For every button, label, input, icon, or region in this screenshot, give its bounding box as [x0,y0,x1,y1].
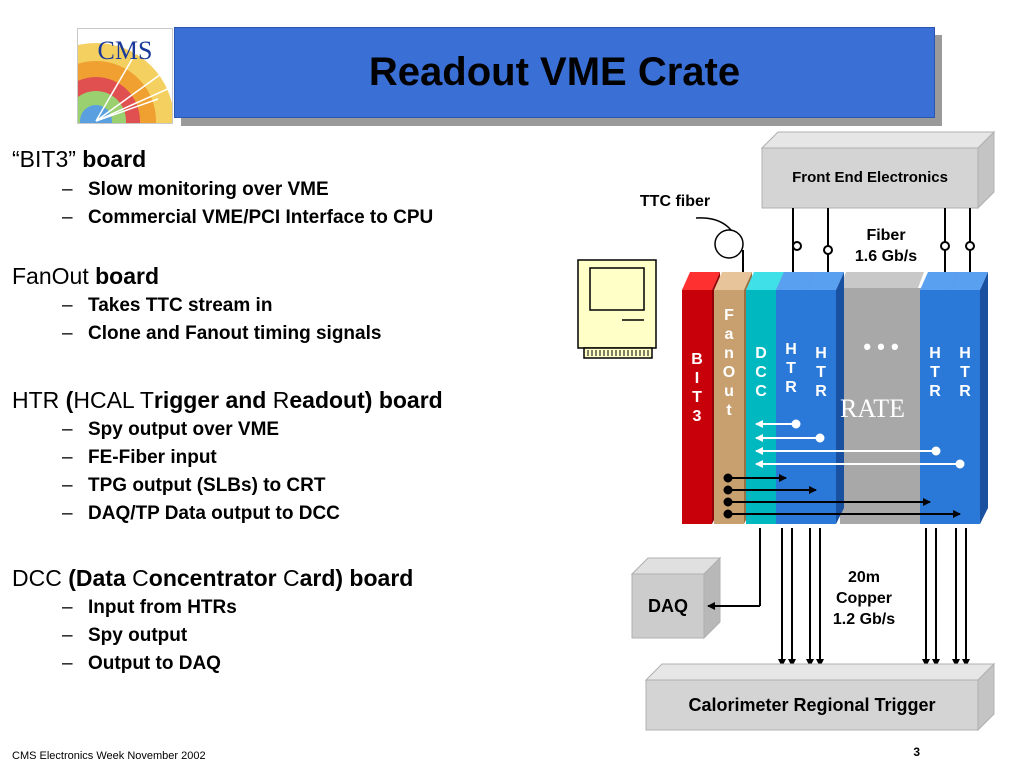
list-item: –Clone and Fanout timing signals [62,323,382,344]
crt-box [644,662,996,732]
crate-background [840,272,924,524]
list-item: –FE-Fiber input [62,447,217,468]
section-heading-htr: HTR (HCAL Trigger and Readout) board [12,387,443,413]
fiber-rate-label: Fiber 1.6 Gb/s [854,227,918,265]
front-end-electronics-label: Front End Electronics [792,169,948,186]
board-htr-4 [950,272,988,524]
list-item: –Commercial VME/PCI Interface to CPU [62,207,434,228]
section-heading-fanout: FanOut board [12,263,159,289]
ttc-fiber [695,217,747,291]
crate-label: RATE [840,394,905,423]
crate-ellipsis: • • • [863,334,899,359]
list-item: –DAQ/TP Data output to DCC [62,503,340,524]
section-heading-dcc: DCC (Data Concentrator Card) board [12,565,414,591]
section-heading-bit3: “BIT3” board [12,146,147,172]
htr-to-dcc-links [755,419,965,469]
fanout-timing-links [723,473,961,519]
crt-label: Calorimeter Regional Trigger [688,695,936,715]
list-item: –Spy output over VME [62,419,280,440]
daq-label: DAQ [648,596,688,616]
page-number: 3 [913,745,920,759]
cms-logo-text: CMS [98,36,153,65]
daq-box [630,556,722,640]
title-banner [174,27,935,118]
copper-links [778,528,970,667]
list-item: –Takes TTC stream in [62,295,273,316]
list-item: –Slow monitoring over VME [62,179,329,200]
front-end-electronics-box [760,130,996,210]
ttc-fiber-label: TTC fiber [639,193,711,210]
copper-rate-label: 20m Copper 1.2 Gb/s [832,569,896,628]
board-htr-2 [806,272,844,524]
list-item: –Output to DAQ [62,653,221,674]
cms-logo: CMS [77,28,173,124]
list-item: –TPG output (SLBs) to CRT [62,475,326,496]
page-title: Readout VME Crate [368,50,741,94]
list-item: –Input from HTRs [62,597,237,618]
computer-icon [577,259,657,359]
footer-event: CMS Electronics Week November 2002 [12,750,206,762]
list-item: –Spy output [62,625,188,646]
